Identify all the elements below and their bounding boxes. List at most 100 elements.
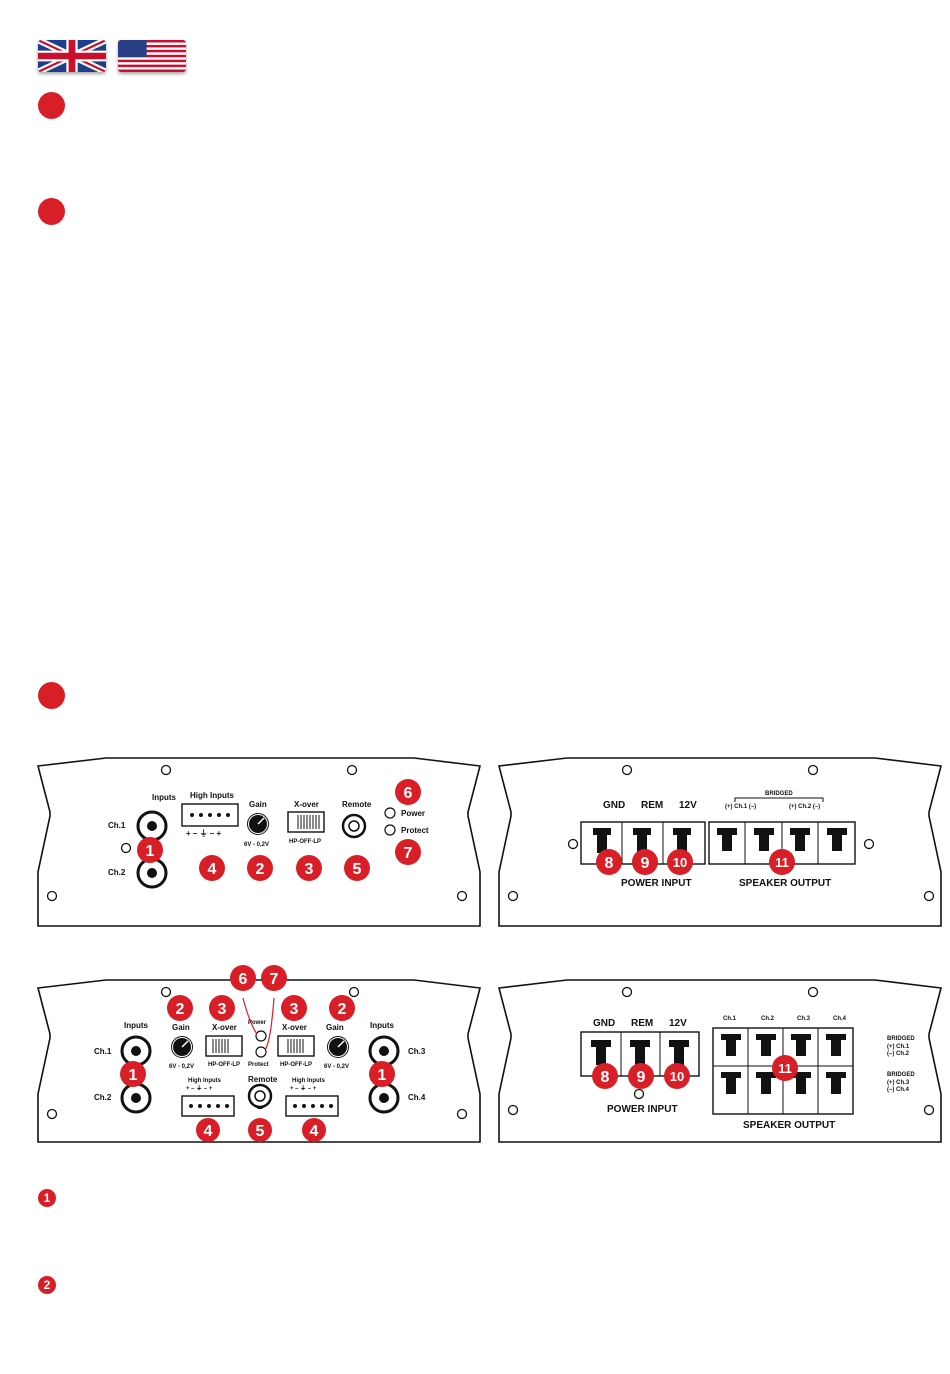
marker-3: 3 [296, 855, 322, 881]
gain-left-range: 6V - 0,2V [169, 1064, 194, 1070]
ch4-label: Ch.4 [408, 1093, 426, 1102]
marker-1: 1 [137, 837, 163, 863]
amp4-rear-panel: GND REM 12V POWER INPUT Ch.1 Ch.2 Ch.3 C… [497, 978, 945, 1150]
high-inputs-right-polarity: + – ⏚ – + [290, 1085, 317, 1092]
speaker-output-label: SPEAKER OUTPUT [739, 878, 831, 889]
bridged-ch4-label: (–) Ch.4 [887, 1087, 910, 1093]
amp4-led-markers: 6 7 [228, 960, 298, 996]
svg-text:5: 5 [256, 1123, 265, 1140]
svg-text:1: 1 [129, 1067, 138, 1084]
gain-label: Gain [249, 800, 267, 809]
marker-9: 9 [632, 849, 658, 875]
svg-text:4: 4 [204, 1123, 213, 1140]
legend-marker-2: 2 [38, 1276, 56, 1294]
bridged-12-label: BRIDGED [887, 1036, 915, 1042]
svg-text:7: 7 [404, 845, 413, 862]
marker-4-right: 4 [302, 1118, 326, 1142]
xover-left-modes: HP-OFF-LP [208, 1062, 240, 1068]
ch2-label: Ch.2 [94, 1093, 112, 1102]
section-marker-dot [38, 92, 65, 119]
high-inputs-polarity: + – ⏚ – + [186, 829, 221, 838]
marker-5: 5 [344, 855, 370, 881]
marker-6: 6 [395, 779, 421, 805]
bridged-34-label: BRIDGED [887, 1072, 915, 1078]
marker-7: 7 [395, 839, 421, 865]
power-led-label: Power [248, 1020, 267, 1026]
gnd-label: GND [593, 1018, 615, 1029]
xover-label: X-over [294, 800, 319, 809]
speaker-output-label: SPEAKER OUTPUT [743, 1120, 835, 1131]
power-input-label: POWER INPUT [607, 1104, 678, 1115]
svg-text:10: 10 [670, 1069, 684, 1084]
svg-text:3: 3 [218, 1001, 227, 1018]
marker-2-left: 2 [167, 995, 193, 1021]
high-inputs-left-label: High Inputs [188, 1078, 222, 1084]
xover-left-label: X-over [212, 1023, 237, 1032]
svg-text:7: 7 [270, 971, 279, 988]
svg-text:2: 2 [256, 861, 265, 878]
speaker-ch1-label: Ch.1 [723, 1016, 737, 1022]
speaker-ch2-label: (+) Ch.2 (–) [789, 804, 820, 810]
speaker-ch3-label: Ch.3 [797, 1016, 811, 1022]
svg-text:2: 2 [338, 1001, 347, 1018]
svg-text:9: 9 [641, 855, 650, 872]
amp2-rear-panel: GND REM 12V POWER INPUT BRIDGED (+) Ch.1… [497, 756, 945, 928]
svg-text:8: 8 [601, 1069, 610, 1086]
speaker-ch2-label: Ch.2 [761, 1016, 775, 1022]
svg-text:4: 4 [208, 861, 217, 878]
marker-4: 4 [199, 855, 225, 881]
marker-4-left: 4 [196, 1118, 220, 1142]
svg-text:10: 10 [673, 855, 687, 870]
xover-modes: HP-OFF-LP [289, 839, 321, 845]
marker-10: 10 [664, 1063, 690, 1089]
marker-11: 11 [769, 849, 795, 875]
marker-3-left: 3 [209, 995, 235, 1021]
inputs-label: Inputs [152, 793, 177, 802]
ch1-label: Ch.1 [94, 1047, 112, 1056]
marker-2-right: 2 [329, 995, 355, 1021]
gain-range: 6V - 0,2V [244, 842, 269, 848]
high-inputs-left-polarity: + – ⏚ – + [186, 1085, 213, 1092]
protect-led-label: Protect [248, 1062, 269, 1068]
marker-1-left: 1 [120, 1061, 146, 1087]
12v-label: 12V [679, 800, 697, 811]
bridged-ch3-label: (+) Ch.3 [887, 1080, 910, 1086]
legend-marker-1: 1 [38, 1189, 56, 1207]
marker-9: 9 [628, 1063, 654, 1089]
marker-3-right: 3 [281, 995, 307, 1021]
marker-8: 8 [592, 1063, 618, 1089]
svg-text:6: 6 [404, 785, 413, 802]
svg-text:3: 3 [290, 1001, 299, 1018]
marker-6-led: 6 [230, 965, 256, 991]
inputs-right-label: Inputs [370, 1021, 395, 1030]
inputs-left-label: Inputs [124, 1021, 149, 1030]
svg-text:3: 3 [305, 861, 314, 878]
gnd-label: GND [603, 800, 625, 811]
remote-label: Remote [248, 1075, 278, 1084]
protect-led-label: Protect [401, 826, 429, 835]
bridged-ch2-label: (–) Ch.2 [887, 1051, 910, 1057]
section-marker-dot [38, 198, 65, 225]
marker-10: 10 [667, 849, 693, 875]
bridged-ch1-label: (+) Ch.1 [887, 1044, 910, 1050]
svg-text:2: 2 [176, 1001, 185, 1018]
svg-text:9: 9 [637, 1069, 646, 1086]
high-inputs-label: High Inputs [190, 791, 235, 800]
rem-label: REM [641, 800, 663, 811]
power-input-label: POWER INPUT [621, 878, 692, 889]
gain-right-range: 6V - 0,2V [324, 1064, 349, 1070]
svg-text:11: 11 [778, 1061, 792, 1076]
xover-right-modes: HP-OFF-LP [280, 1062, 312, 1068]
marker-1-right: 1 [369, 1061, 395, 1087]
ch3-label: Ch.3 [408, 1047, 426, 1056]
marker-11: 11 [772, 1055, 798, 1081]
amp4-front-panel: Inputs Ch.1 Ch.2 Inputs Ch.3 Ch.4 Gain 6… [36, 978, 484, 1150]
marker-2: 2 [247, 855, 273, 881]
svg-text:11: 11 [775, 855, 789, 870]
uk-flag-icon[interactable] [38, 40, 106, 72]
ch2-label: Ch.2 [108, 868, 126, 877]
us-flag-icon[interactable] [118, 40, 186, 72]
speaker-ch1-label: (+) Ch.1 (–) [725, 804, 756, 810]
ch1-label: Ch.1 [108, 821, 126, 830]
marker-5: 5 [248, 1118, 272, 1142]
